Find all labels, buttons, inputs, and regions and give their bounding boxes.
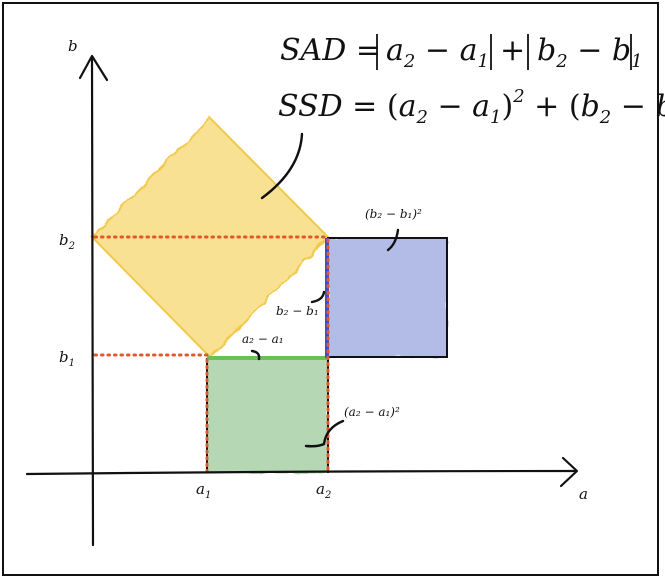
sad-name: SAD [280, 33, 346, 68]
a-diff-label: a₂ − a₁ [242, 332, 284, 346]
x-axis-label: a [579, 485, 588, 503]
ssd-name: SSD [278, 89, 343, 124]
b-diff-sq-label: (b₂ − b₁)² [365, 207, 422, 221]
y-axis-label: b [68, 37, 78, 55]
ssd-formula: SSD = (a2 − a1)2 + (b2 − b1)2 [278, 86, 665, 128]
b-diff-pointer [310, 290, 326, 304]
y-axis-arrowhead [78, 54, 109, 82]
tick-b2: b2 [59, 231, 75, 252]
x-axis-arrowhead [559, 456, 579, 488]
diamond-pointer [260, 132, 304, 200]
blue-square-b-diff-sq [328, 238, 447, 357]
a-diff-sq-label: (a₂ − a₁)² [344, 405, 400, 419]
dotted-guides [93, 235, 330, 474]
x-axis [25, 469, 578, 476]
b-diff-label: b₂ − b₁ [276, 304, 319, 318]
tick-a2: a2 [316, 480, 331, 501]
svg-text:SSD = (a2 − a1)2 + (b2 − b1)2: SSD = (a2 − a1)2 + (b2 − b1)2 [278, 86, 665, 128]
svg-text:b2 − b1: b2 − b1 [537, 33, 643, 72]
b-diff-sq-pointer [386, 228, 400, 252]
y-axis [90, 56, 95, 547]
a-diff-sq-pointer [304, 419, 345, 448]
pointer-strokes [250, 132, 400, 448]
svg-text:SAD =: SAD = [280, 33, 381, 68]
tick-b1: b1 [59, 348, 75, 369]
axes [25, 54, 579, 547]
sad-formula: SAD = a2 − a1 + b2 − b1 [280, 33, 643, 72]
tick-a1: a1 [196, 480, 211, 501]
svg-text:a2 − a1: a2 − a1 [386, 33, 489, 72]
a-diff-pointer [250, 349, 261, 361]
svg-text:+: + [500, 33, 525, 68]
green-square-a-diff-sq [207, 358, 328, 473]
